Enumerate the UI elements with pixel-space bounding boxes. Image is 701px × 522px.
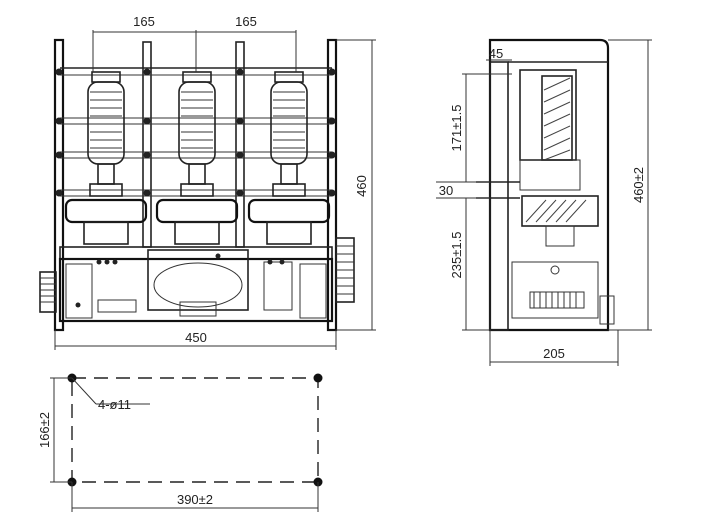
dim-mount-depth: 166±2	[37, 412, 52, 448]
dim-total-height: 460±2	[631, 167, 646, 203]
left-wheel	[39, 271, 57, 313]
operating-mechanism	[58, 246, 334, 323]
front-view: 165 165 460 450	[39, 14, 376, 350]
mount-hole-tr	[313, 373, 323, 383]
dim-front-height: 460	[354, 175, 369, 197]
right-frame-post	[326, 38, 338, 332]
dim-top-offset: 45	[489, 46, 503, 61]
phase-pole-1	[64, 71, 148, 245]
mounting-outline	[71, 377, 319, 483]
phase-pole-3	[247, 71, 331, 245]
mounting-plan: 4-ø11 166±2 390±2	[37, 373, 323, 512]
label-hole-spec: 4-ø11	[98, 397, 131, 412]
dim-upper-height: 171±1.5	[449, 105, 464, 152]
left-frame-post	[53, 38, 65, 332]
dim-terminal-height: 30	[439, 183, 453, 198]
dim-pitch-right: 165	[235, 14, 257, 29]
side-housing	[488, 38, 610, 332]
dim-pitch-left: 165	[133, 14, 155, 29]
dim-lower-height: 235±1.5	[449, 232, 464, 279]
phase-pole-2	[155, 71, 239, 245]
dim-side-depth: 205	[543, 346, 565, 361]
dim-mount-spacing: 390±2	[177, 492, 213, 507]
right-wheel	[335, 237, 355, 303]
dim-front-width: 450	[185, 330, 207, 345]
side-view: 45 171±1.5 30 235±1.5 460±2 205	[436, 38, 652, 366]
